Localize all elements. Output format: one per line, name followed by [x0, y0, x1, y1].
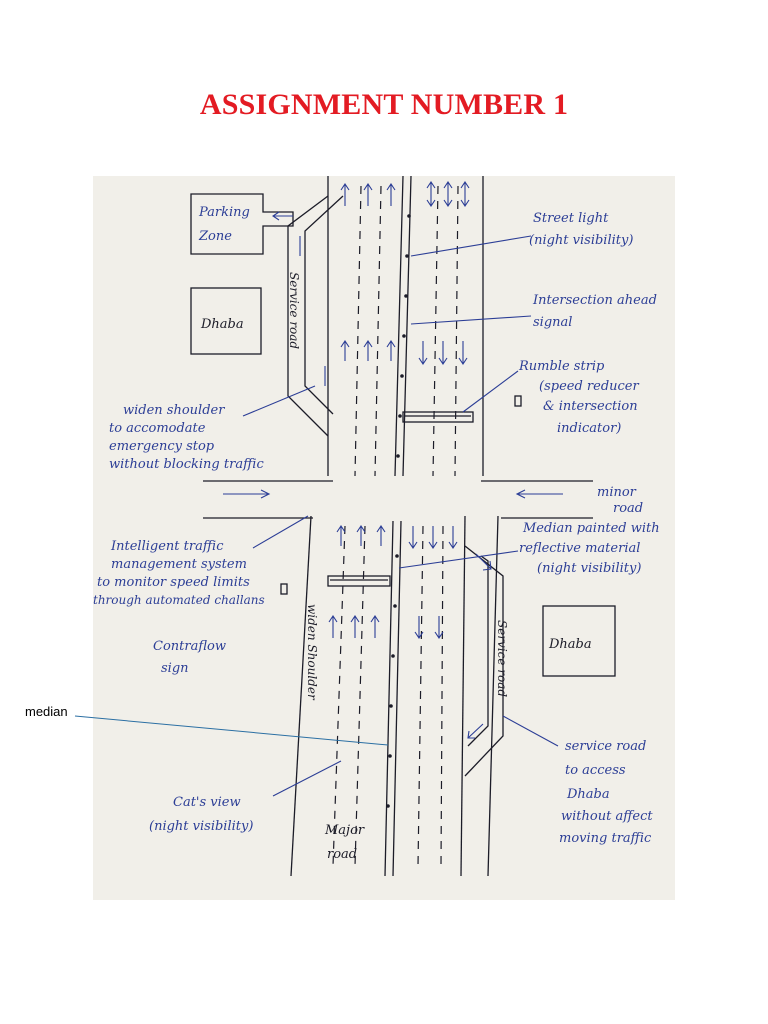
minor-road — [203, 480, 593, 519]
rumble-line3: & intersection — [543, 399, 638, 414]
page-title: ASSIGNMENT NUMBER 1 — [199, 88, 569, 121]
service-road-note: service road to access Dhaba without aff… — [559, 739, 653, 846]
contraflow-note: Contraflow sign — [153, 639, 226, 676]
label-service-road-right: Service road — [495, 620, 509, 697]
parking-zone-label: Parking Zone — [198, 205, 250, 244]
median-note-line1: Median painted with — [522, 521, 660, 536]
contraflow-sign-marker — [280, 583, 288, 595]
major-line1: Major — [324, 823, 365, 838]
minor-line1: minor — [597, 485, 637, 500]
traffic-arrows — [328, 181, 470, 639]
median-annotation-label: median — [25, 704, 68, 719]
dhaba-left-building — [190, 287, 262, 355]
service-note-line5: moving traffic — [559, 831, 652, 846]
widen-shoulder-note: widen shoulder to accomodate emergency s… — [109, 403, 264, 472]
cats-view-note: Cat's view (night visibility) — [149, 795, 253, 834]
street-light-note: Street light (night visibility) — [529, 211, 633, 248]
median-strip — [384, 176, 412, 877]
intersection-line2: signal — [533, 315, 572, 330]
road-sketch-drawing: Parking Zone Dhaba Dhaba Service road Se… — [93, 176, 660, 877]
street-light-line2: (night visibility) — [529, 233, 633, 248]
widen-line1: widen shoulder — [123, 403, 225, 418]
road-design-sketch: Parking Zone Dhaba Dhaba Service road Se… — [93, 176, 675, 900]
parking-zone — [190, 193, 294, 255]
rumble-line1: Rumble strip — [518, 359, 605, 374]
intel-line4: through automated challans — [93, 593, 265, 607]
widen-line4: without blocking traffic — [109, 457, 264, 472]
cats-line2: (night visibility) — [149, 819, 253, 834]
rumble-line2: (speed reducer — [539, 379, 639, 394]
label-widen-shoulder-road: widen Shoulder — [305, 604, 319, 701]
intel-line1: Intelligent traffic — [110, 539, 224, 554]
widen-line3: emergency stop — [109, 439, 215, 454]
median-painted-note: Median painted with reflective material … — [519, 521, 660, 576]
contraflow-sign-top — [514, 395, 522, 407]
service-note-line3: Dhaba — [566, 787, 610, 802]
minor-line2: road — [613, 501, 643, 516]
label-parking: Parking — [198, 205, 250, 220]
rumble-strip-note: Rumble strip (speed reducer & intersecti… — [518, 359, 639, 436]
contraflow-line2: sign — [161, 661, 189, 676]
label-dhaba-left: Dhaba — [200, 317, 244, 332]
service-road-left — [287, 195, 344, 437]
intel-line3: to monitor speed limits — [97, 575, 250, 590]
intersection-note: Intersection ahead signal — [532, 293, 657, 330]
rumble-line4: indicator) — [557, 421, 621, 436]
cats-line1: Cat's view — [173, 795, 241, 810]
street-light-line1: Street light — [533, 211, 609, 226]
widen-line2: to accomodate — [109, 421, 206, 436]
major-road-edges — [290, 176, 499, 877]
median-note-line3: (night visibility) — [537, 561, 641, 576]
dhaba-right-building — [542, 605, 616, 677]
label-service-road-left: Service road — [287, 272, 301, 349]
major-road-note: Major road — [324, 823, 365, 862]
median-note-line2: reflective material — [519, 541, 640, 556]
cats-eye-dots — [386, 214, 411, 808]
rumble-strips — [327, 411, 474, 587]
service-note-line2: to access — [565, 763, 626, 778]
service-note-line4: without affect — [561, 809, 653, 824]
label-dhaba-right: Dhaba — [548, 637, 592, 652]
minor-road-note: minor road — [597, 485, 643, 516]
major-line2: road — [327, 847, 357, 862]
contraflow-line1: Contraflow — [153, 639, 226, 654]
service-note-line1: service road — [565, 739, 646, 754]
label-zone: Zone — [198, 229, 232, 244]
annotation-leaders — [242, 235, 559, 797]
lane-markings — [332, 185, 459, 867]
intel-line2: management system — [111, 557, 247, 572]
intersection-line1: Intersection ahead — [532, 293, 657, 308]
intelligent-traffic-note: Intelligent traffic management system to… — [93, 539, 265, 607]
